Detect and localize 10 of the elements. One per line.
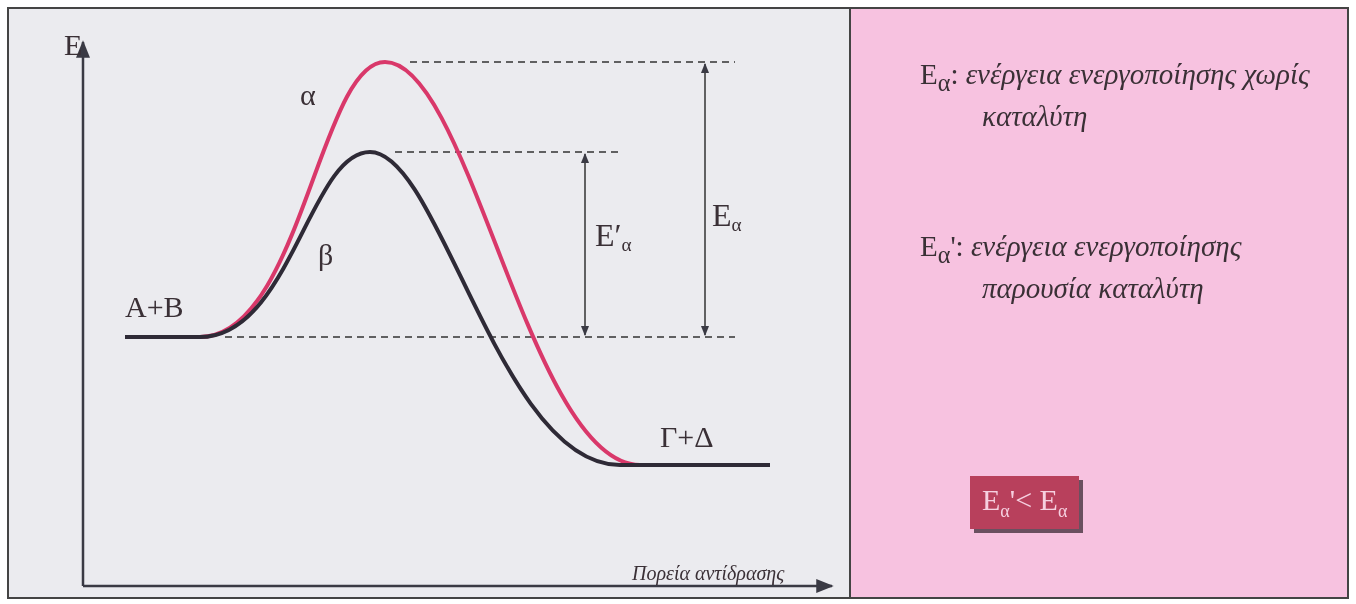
legend-text: E$_{α}$: ενέργεια ενεργοποίησης χωρίς καταλύτη [920, 57, 1311, 134]
energy-label: E′$_{α}$ [595, 218, 632, 255]
curve-label: β [318, 238, 334, 271]
axis-label: E [64, 28, 83, 61]
products-label: Γ+Δ [660, 420, 714, 453]
legend-text: E$_{α}$': ενέργεια ενεργοποίησης παρουσία καταλύτη [920, 229, 1243, 306]
energy-label: E$_{α}$ [712, 198, 742, 235]
curve-label: α [300, 78, 316, 111]
reactants-label: A+B [125, 290, 184, 323]
axis-label: Πορεία αντίδρασης [632, 562, 785, 584]
